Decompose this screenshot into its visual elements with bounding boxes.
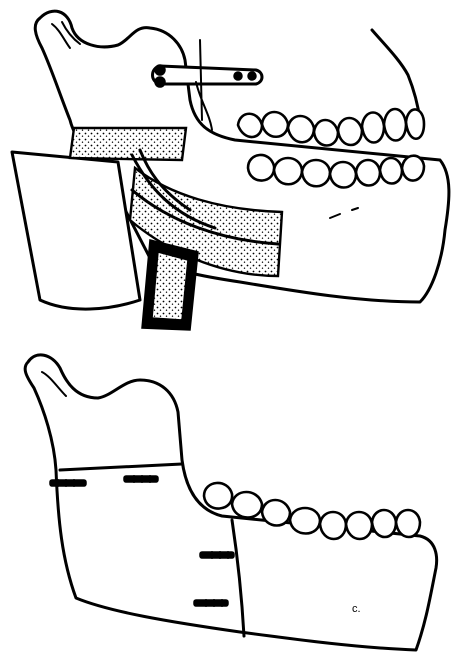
lower-tooth	[204, 483, 232, 509]
lower-tooth	[302, 160, 330, 186]
lower-tooth	[248, 155, 274, 181]
upper-tooth	[314, 120, 338, 146]
plate-screw-icon	[155, 77, 165, 87]
retractor-inner	[152, 252, 188, 320]
screw-icon	[194, 599, 228, 607]
maxilla-outline	[372, 30, 420, 120]
lower-tooth	[396, 510, 420, 537]
lower-tooth	[330, 162, 356, 188]
bottom-panel: c.	[25, 355, 437, 650]
plate-screw-icon	[234, 72, 242, 80]
bone-corner-mark: c.	[352, 603, 361, 615]
plate-screw-icon	[155, 65, 165, 75]
bone-graft-upper	[70, 128, 186, 160]
top-maxillary-teeth	[238, 109, 424, 146]
resected-segment	[12, 152, 140, 309]
lower-tooth	[402, 156, 424, 181]
upper-tooth	[384, 109, 406, 141]
upper-tooth	[238, 114, 262, 137]
plate-bar	[153, 66, 263, 84]
lower-tooth	[380, 158, 402, 184]
upper-tooth	[262, 112, 288, 137]
screw-icon	[50, 479, 86, 487]
upper-tooth	[362, 113, 384, 143]
top-panel	[12, 11, 449, 330]
lower-tooth	[262, 500, 290, 526]
upper-tooth	[406, 109, 424, 138]
screw-icon	[200, 551, 234, 559]
upper-tooth	[338, 118, 362, 145]
lower-tooth	[274, 158, 302, 184]
lower-tooth	[356, 160, 380, 186]
lower-tooth	[320, 512, 346, 539]
screw-icon	[124, 475, 158, 483]
plate-screw-icon	[248, 72, 256, 80]
lower-tooth	[232, 492, 262, 518]
upper-tooth	[288, 116, 314, 142]
lower-tooth	[346, 512, 372, 539]
lower-tooth	[290, 508, 320, 534]
lower-tooth	[372, 510, 396, 537]
